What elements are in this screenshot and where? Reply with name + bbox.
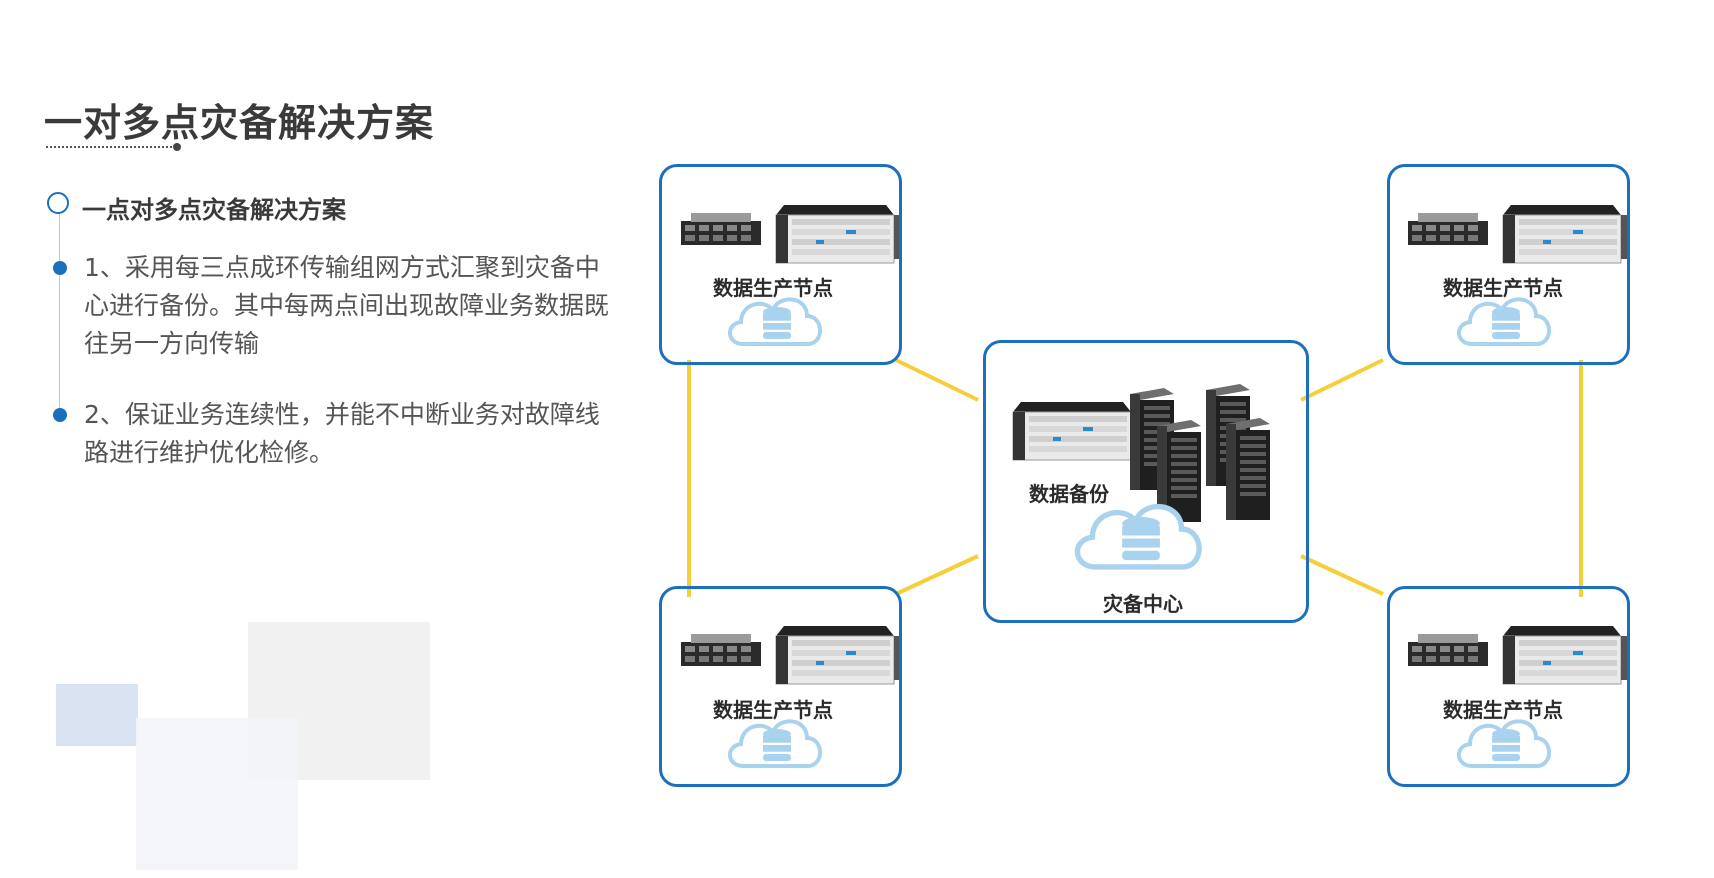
link-br-center [1300,554,1384,596]
production-node-top-right [1387,164,1630,365]
production-node-top-left [659,164,902,365]
timeline-line [59,212,60,417]
bullet-2 [53,408,67,422]
link-tr-center [1300,358,1384,402]
node-1-label: 数据生产节点 [713,276,833,300]
production-node-bottom-right [1387,586,1630,787]
dr-center-label: 灾备中心 [1103,592,1183,616]
link-tl-center [895,358,979,402]
data-backup-label: 数据备份 [1029,482,1109,506]
list-item-2-text: 2、保证业务连续性，并能不中断业务对故障线路进行维护优化检修。 [84,400,600,467]
disaster-recovery-center [983,340,1309,623]
section-heading: 一点对多点灾备解决方案 [82,196,346,224]
link-bl-center [895,554,979,596]
bullet-1 [53,261,67,275]
list-item-1-text: 1、采用每三点成环传输组网方式汇聚到灾备中心进行备份。其中每两点间出现故障业务数… [84,253,610,358]
heading-ring-bullet [47,192,69,214]
decor-square-light [136,718,298,870]
decor-square-blue [56,684,138,746]
node-3-label: 数据生产节点 [713,698,833,722]
production-node-bottom-left [659,586,902,787]
title-underline-dot [173,143,181,151]
title-underline [46,146,176,148]
node-2-label: 数据生产节点 [1443,276,1563,300]
page-title: 一对多点灾备解决方案 [44,101,435,145]
node-4-label: 数据生产节点 [1443,698,1563,722]
